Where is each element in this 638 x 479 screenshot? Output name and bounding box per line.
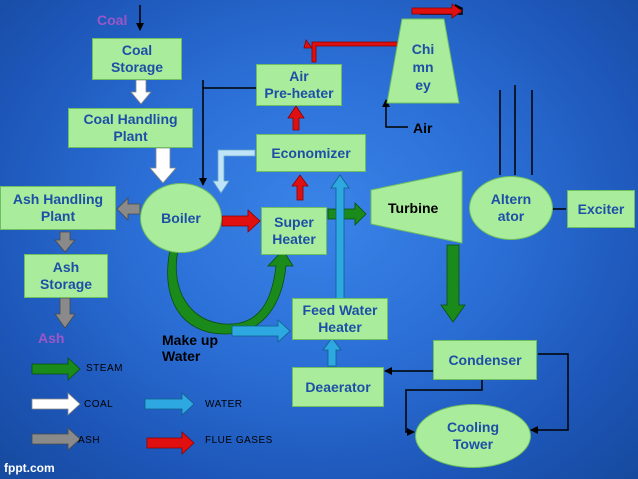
exciter-box: Exciter xyxy=(567,190,635,228)
air-preheater-box: Air Pre-heater xyxy=(256,64,342,106)
legend-coal: COAL xyxy=(84,399,114,410)
ash-label: Ash xyxy=(38,330,65,346)
air-label: Air xyxy=(413,120,433,136)
coal-label: Coal xyxy=(97,12,128,28)
economizer-box: Economizer xyxy=(256,134,366,172)
feed-water-heater-box: Feed Water Heater xyxy=(292,298,388,340)
turbine-shape xyxy=(370,170,463,244)
legend-steam: STEAM xyxy=(86,363,123,374)
legend-flue-gases: FLUE GASES xyxy=(205,435,273,446)
turbine-label: Turbine xyxy=(388,200,439,216)
ash-storage-box: Ash Storage xyxy=(24,254,108,298)
coal-handling-plant-box: Coal Handling Plant xyxy=(68,108,193,148)
super-heater-box: Super Heater xyxy=(261,207,327,255)
coal-storage-box: Coal Storage xyxy=(92,38,182,80)
alternator-node: Altern ator xyxy=(469,176,553,240)
watermark: fppt.com xyxy=(4,461,55,475)
legend-water: WATER xyxy=(205,399,243,410)
condenser-box: Condenser xyxy=(433,340,537,380)
boiler-node: Boiler xyxy=(140,183,222,253)
chimney-shape xyxy=(386,18,460,104)
chimney-label: Chi mn ey xyxy=(411,41,435,93)
legend-ash: ASH xyxy=(78,435,101,446)
cooling-tower-node: Cooling Tower xyxy=(415,404,531,468)
ash-handling-plant-box: Ash Handling Plant xyxy=(0,186,116,230)
deaerator-box: Deaerator xyxy=(292,367,384,407)
make-up-water-label: Make up Water xyxy=(162,332,219,364)
